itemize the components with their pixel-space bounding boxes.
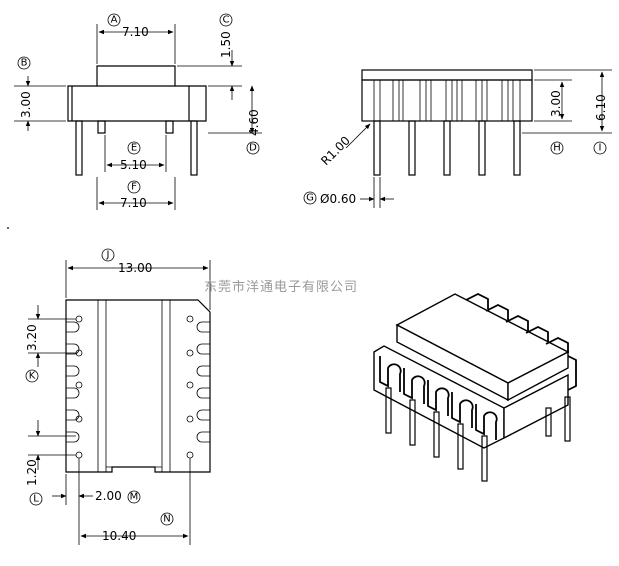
dim-k-value: 3.20 xyxy=(25,324,39,351)
svg-text:B: B xyxy=(21,58,28,69)
dim-j-value: 13.00 xyxy=(118,261,152,275)
dim-n-value: 10.40 xyxy=(102,529,136,543)
dim-e-value: 5.10 xyxy=(120,158,147,172)
stray-dot xyxy=(7,227,9,229)
isometric-view xyxy=(373,292,577,482)
dim-a-value: 7.10 xyxy=(122,25,149,39)
dim-e-label: E xyxy=(127,141,141,155)
dim-g-value: Ø0.60 xyxy=(320,192,356,206)
dim-b-value: 3.00 xyxy=(19,91,33,118)
svg-text:L: L xyxy=(33,494,39,505)
dim-d-value: 4.60 xyxy=(247,109,261,136)
dim-k-label: K xyxy=(25,369,39,383)
dim-c-value: 1.50 xyxy=(219,31,233,58)
svg-text:N: N xyxy=(163,514,170,525)
dim-m-value: 2.00 xyxy=(95,489,122,503)
dim-l-label: L xyxy=(29,492,43,506)
dim-g-label: G xyxy=(303,191,317,205)
svg-text:D: D xyxy=(249,143,257,154)
dim-h-value: 3.00 xyxy=(549,90,563,117)
svg-text:G: G xyxy=(306,193,314,204)
dim-i-value: 6.10 xyxy=(594,94,608,121)
side-view: R1.00 G Ø0.60 H 3.00 I 6.10 xyxy=(303,69,612,208)
dim-i-label: I xyxy=(593,141,607,155)
dim-l-value: 1.20 xyxy=(25,459,39,486)
svg-text:C: C xyxy=(223,15,230,26)
dim-n-label: N xyxy=(160,512,174,526)
svg-text:H: H xyxy=(553,143,561,154)
svg-text:M: M xyxy=(130,492,139,503)
svg-text:I: I xyxy=(599,143,602,154)
dim-f-value: 7.10 xyxy=(120,196,147,210)
svg-text:A: A xyxy=(111,15,118,26)
svg-text:F: F xyxy=(131,182,137,193)
dim-f-label: F xyxy=(127,180,141,194)
dim-d-label: D xyxy=(246,141,260,155)
bottom-view: J 13.00 K 3.20 L 1.20 2.00 M xyxy=(25,248,211,545)
company-watermark: 东莞市洋通电子有限公司 xyxy=(204,279,358,295)
svg-text:E: E xyxy=(131,143,137,154)
dim-m-label: M xyxy=(127,490,141,504)
svg-text:K: K xyxy=(29,371,36,382)
dim-b-label: B xyxy=(17,56,31,70)
dim-h-label: H xyxy=(550,141,564,155)
front-view: A 7.10 B 3.00 C 1.50 D 4.60 xyxy=(14,13,262,210)
dim-j-label: J xyxy=(101,248,115,262)
radius-value: R1.00 xyxy=(318,133,353,168)
svg-text:J: J xyxy=(106,250,110,261)
dim-a-label: A xyxy=(107,13,121,27)
dim-c-label: C xyxy=(219,13,233,27)
